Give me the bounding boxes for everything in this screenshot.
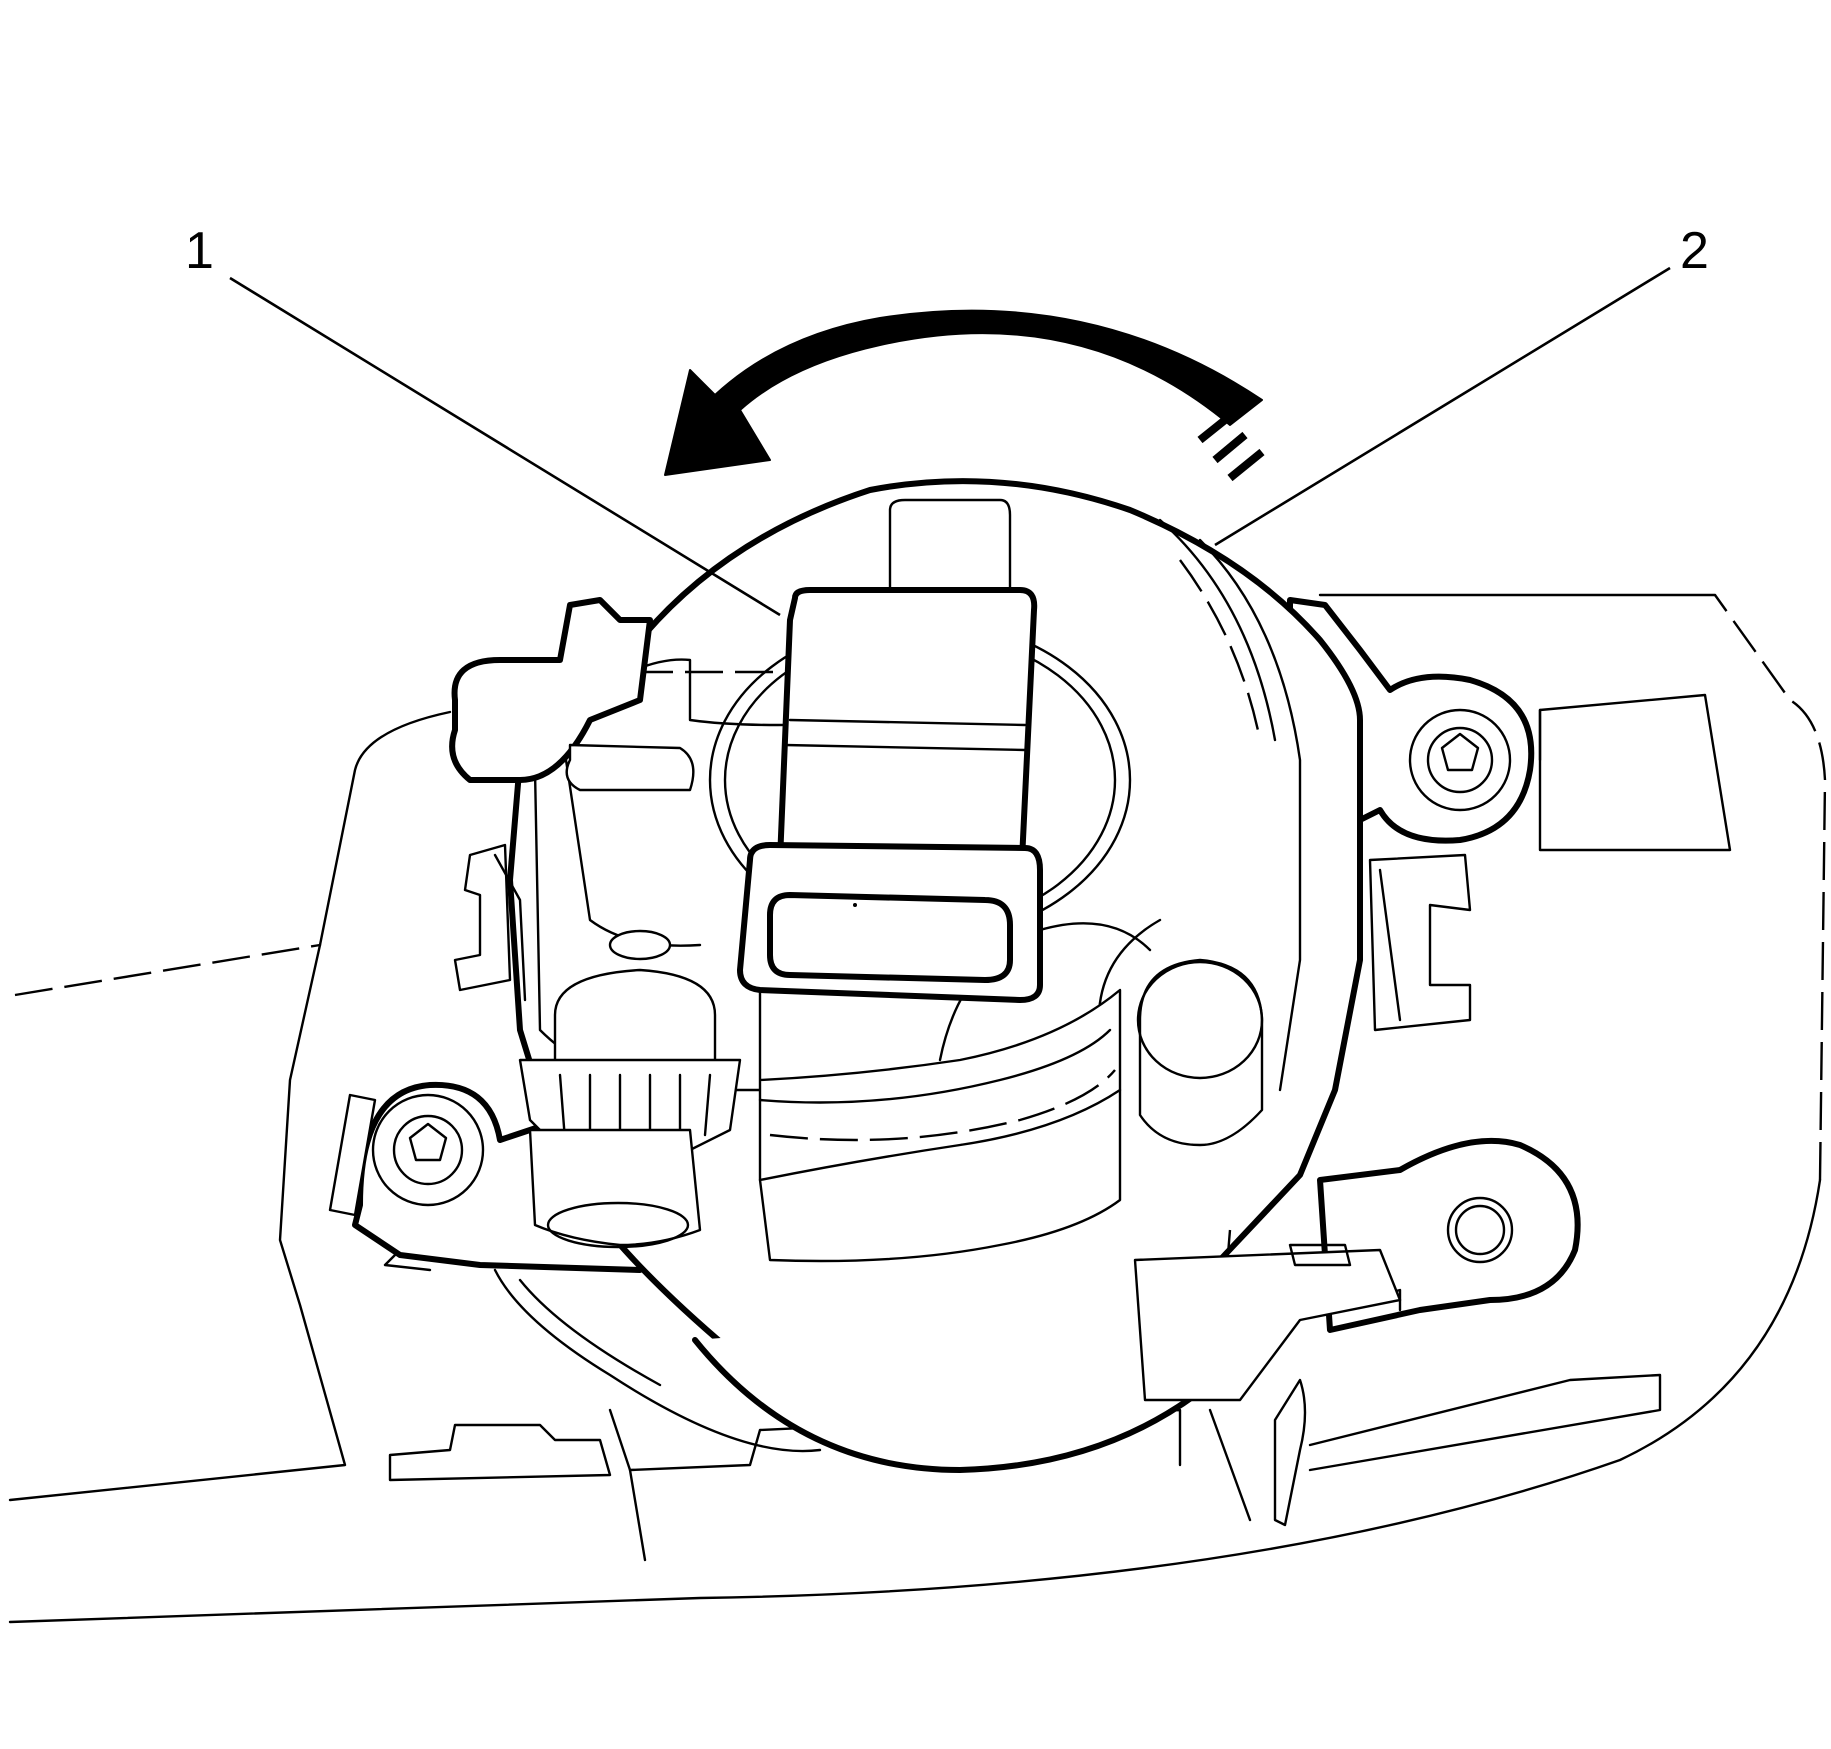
callout-2-label: 2 [1680, 222, 1709, 280]
bulb-socket-base [758, 922, 1152, 1263]
bumper-fascia-outline [8, 593, 1827, 1624]
rotation-arrow [664, 309, 1265, 482]
callout-leaders [229, 266, 1671, 617]
callout-2-leader [1214, 266, 1671, 547]
callout-1-leader [229, 276, 781, 617]
electrical-connector [737, 498, 1043, 1003]
adjuster-gear [518, 929, 742, 1249]
callout-1-label: 1 [185, 222, 214, 280]
upper-left-tab [449, 597, 695, 792]
